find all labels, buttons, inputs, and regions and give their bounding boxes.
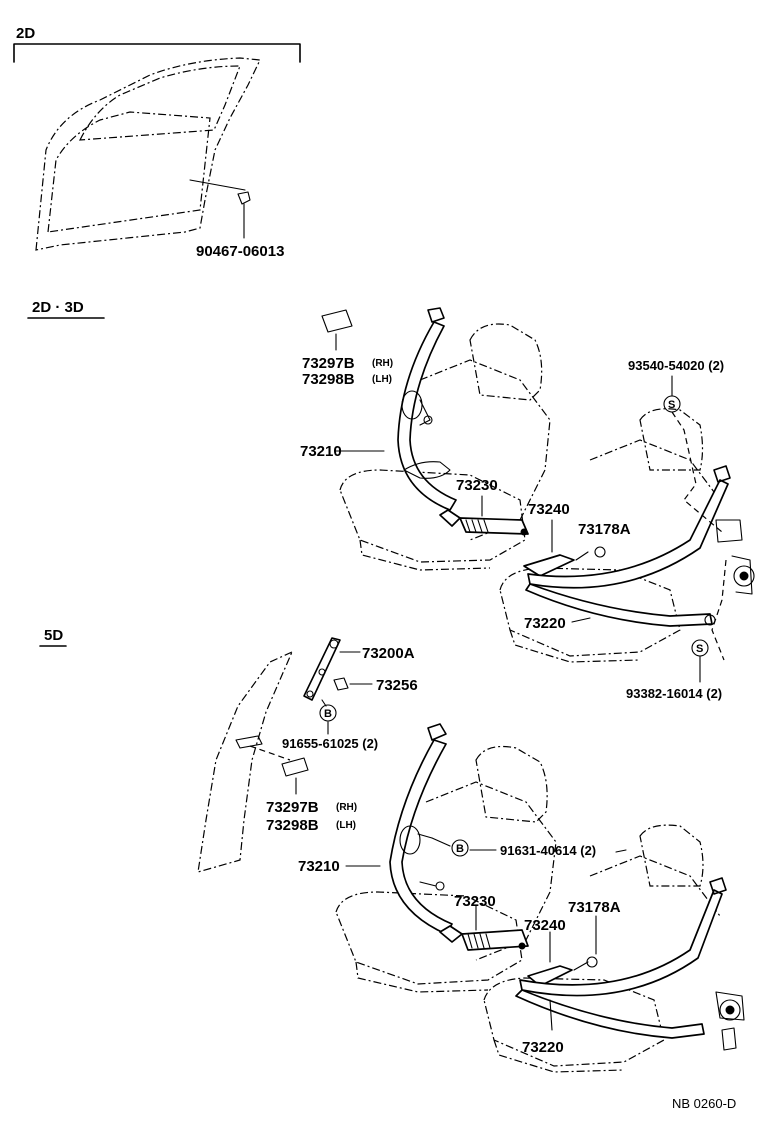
part-no-73178a-5d: 73178A (568, 899, 621, 916)
b-pillar-5d (197, 650, 294, 873)
bolt-s-marker-bottom (691, 639, 709, 657)
front-belt-5d (389, 723, 463, 943)
rear-belt-2d3d (525, 465, 755, 627)
section-label-2d: 2D (16, 25, 35, 42)
part-no-73297b-5d: 73297B (266, 799, 319, 816)
bolt-b-marker-anchor (319, 704, 337, 722)
bolt-b-mark: B (456, 843, 464, 855)
anchor-5d: B (303, 637, 373, 735)
part-no-73256: 73256 (376, 677, 418, 694)
section-label-5d: 5D (44, 627, 63, 644)
section-bracket-2d (13, 43, 301, 63)
section-label-2d3d: 2D · 3D (32, 299, 84, 316)
door-2d (35, 57, 261, 251)
section-2d: 2D 90467-06013 (13, 25, 301, 260)
tag-lh-5d: (LH) (336, 820, 356, 831)
part-no-91631-40614: 91631-40614 (2) (500, 843, 596, 858)
part-no-73240: 73240 (528, 501, 570, 518)
rear-belt-5d (515, 877, 745, 1051)
bolt-s-mark-bottom: S (696, 643, 703, 655)
part-no-73178a: 73178A (578, 521, 631, 538)
front-belt-2d3d (397, 307, 461, 527)
buckle-2d3d (459, 495, 529, 536)
inner-belt-2d3d (523, 519, 606, 577)
cover-part-2d3d (321, 309, 353, 351)
bolt-b-marker (451, 839, 469, 857)
bolt-b-mark-anchor: B (324, 708, 332, 720)
part-no-90467-06013: 90467-06013 (196, 243, 284, 260)
part-no-73220-5d: 73220 (522, 1039, 564, 1056)
clip-part-2d: 90467-06013 (196, 191, 284, 260)
part-no-73200a: 73200A (362, 645, 415, 662)
part-no-93382-16014: 93382-16014 (2) (626, 686, 722, 701)
part-no-73230-5d: 73230 (454, 893, 496, 910)
part-no-73298b-5d: 73298B (266, 817, 319, 834)
buckle-5d (461, 905, 529, 951)
part-no-91655-61025: 91655-61025 (2) (282, 736, 378, 751)
part-no-93540-54020: 93540-54020 (2) (628, 358, 724, 373)
bolt-s-mark-top: S (668, 399, 675, 411)
section-2d3d: 2D · 3D 73297B (RH) 73298B (LH) (27, 299, 755, 701)
front-seat-5d (335, 745, 557, 993)
tag-lh: (LH) (372, 374, 392, 385)
part-no-73210-5d: 73210 (298, 858, 340, 875)
tag-rh: (RH) (372, 358, 393, 369)
part-no-73220: 73220 (524, 615, 566, 632)
part-no-73240-5d: 73240 (524, 917, 566, 934)
cover-part-5d (281, 757, 309, 795)
section-5d: 5D B 73200A 73256 91655-61025 (2) (39, 627, 745, 1073)
part-no-73297b: 73297B (302, 355, 355, 372)
diagram-code: NB 0260-D (672, 1096, 736, 1111)
part-no-73230: 73230 (456, 477, 498, 494)
rear-seat-5d (483, 824, 721, 1073)
part-no-73210: 73210 (300, 443, 342, 460)
tag-rh-5d: (RH) (336, 802, 357, 813)
part-no-73298b: 73298B (302, 371, 355, 388)
